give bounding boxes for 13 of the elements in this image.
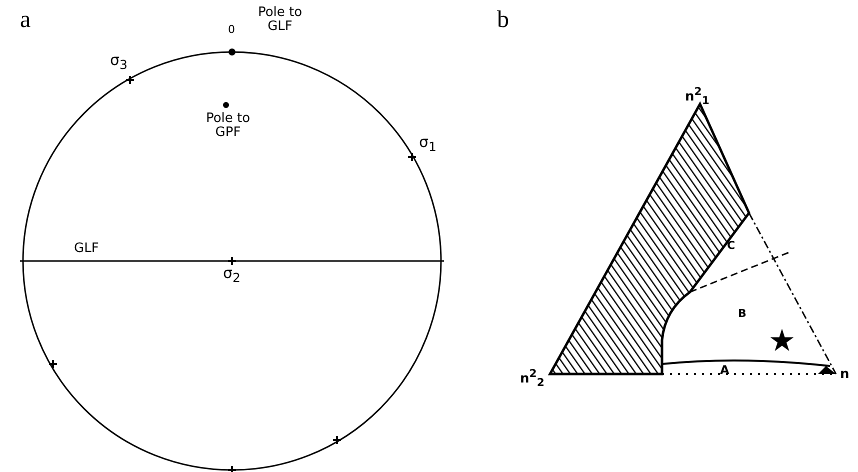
field-label: C xyxy=(727,240,736,252)
annotation-label: σ$_{2}$ xyxy=(223,266,240,284)
annotation-label: 0 xyxy=(228,24,235,36)
annotation-label: σ$_{1}$ xyxy=(419,135,436,154)
field-label: B xyxy=(738,308,746,320)
field-label: A xyxy=(720,364,730,377)
annotation-label: Pole to GPF xyxy=(204,112,252,140)
annotation-label: GLF xyxy=(74,242,99,256)
vertex-label: n xyxy=(840,368,850,382)
annotation-label: Pole to GLF xyxy=(256,6,304,34)
panel-label: a xyxy=(20,8,31,34)
annotation-label: σ$_{3}$ xyxy=(110,53,128,72)
panel-label: b xyxy=(497,8,509,34)
